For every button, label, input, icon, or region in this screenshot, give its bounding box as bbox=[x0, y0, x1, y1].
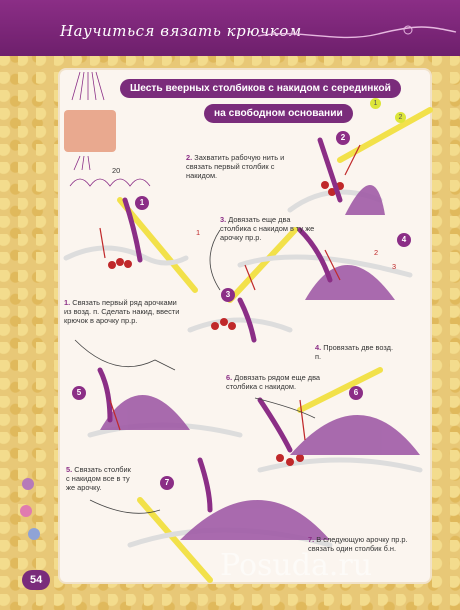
swirl-ornament-icon bbox=[258, 25, 457, 39]
step-badge-4: 4 bbox=[397, 233, 411, 247]
step-badge-1: 1 bbox=[135, 196, 149, 210]
step-5-text: 5. Связать столбик с накидом все в ту же… bbox=[66, 465, 131, 492]
crochet-hook-icon bbox=[117, 197, 198, 293]
content-panel bbox=[60, 70, 430, 582]
step-badge-5: 5 bbox=[72, 386, 86, 400]
step-6-text: 6. Довязать рядом еще два столбика с нак… bbox=[226, 373, 321, 391]
watermark: Posuda.ru bbox=[220, 548, 373, 583]
lace-sample-photo bbox=[64, 110, 116, 152]
decorative-bead bbox=[28, 528, 40, 540]
step-badge-2: 2 bbox=[336, 131, 350, 145]
page-number: 54 bbox=[22, 570, 51, 590]
step-1-text: 1. Связать первый ряд арочками из возд. … bbox=[64, 298, 180, 325]
step-3-text: 3. Довязать еще два столбика с накидом в… bbox=[220, 215, 315, 242]
step-7-text: 7. В следующую арочку пр.р. связать один… bbox=[308, 535, 408, 553]
diagram-label-20: 20 bbox=[112, 166, 121, 175]
crochet-hook-icon bbox=[227, 227, 298, 303]
crochet-hook-icon bbox=[337, 107, 433, 163]
crochet-hook-icon bbox=[297, 367, 383, 413]
crochet-hook-icon bbox=[137, 497, 213, 583]
diagram-label-3: 3 bbox=[392, 262, 397, 271]
title-line-1: Шесть веерных столбиков с накидом с сере… bbox=[120, 79, 401, 98]
decorative-bead bbox=[22, 478, 34, 490]
marker-1: 1 bbox=[370, 98, 381, 109]
marker-2: 2 bbox=[395, 112, 406, 123]
title-line-2: на свободном основании bbox=[204, 104, 353, 123]
step-4-text: 4. Провязать две возд. п. bbox=[315, 343, 394, 361]
header-banner: Научиться вязать крючком bbox=[0, 0, 460, 56]
step-badge-7: 7 bbox=[160, 476, 174, 490]
header-title: Научиться вязать крючком bbox=[60, 22, 302, 40]
step-badge-3: 3 bbox=[221, 288, 235, 302]
decorative-bead bbox=[20, 505, 32, 517]
step-2-text: 2. Захватить рабочую нить и связать перв… bbox=[186, 153, 285, 180]
diagram-label-1: 1 bbox=[196, 228, 201, 237]
step-badge-6: 6 bbox=[349, 386, 363, 400]
diagram-label-2: 2 bbox=[374, 248, 379, 257]
stitch-chart-icon bbox=[69, 71, 151, 187]
